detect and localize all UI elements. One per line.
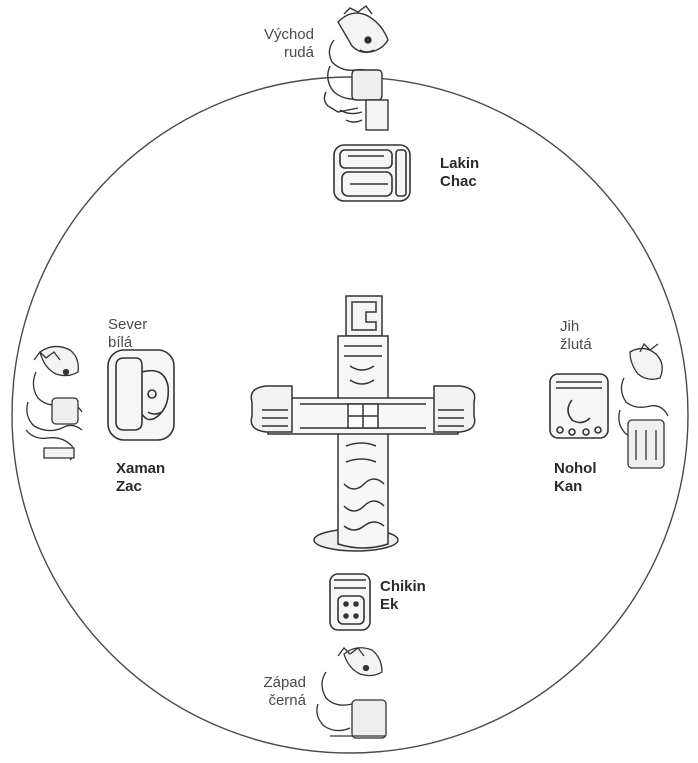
north-direction-text: Sever <box>108 316 147 334</box>
north-god-line2: Zac <box>116 478 165 496</box>
east-god-line2: Chac <box>440 173 479 191</box>
south-god-line1: Nohol <box>554 460 597 478</box>
west-god-label: Chikin Ek <box>380 578 426 614</box>
east-color-text: rudá <box>236 44 314 62</box>
south-god-line2: Kan <box>554 478 597 496</box>
north-god-line1: Xaman <box>116 460 165 478</box>
west-god-line2: Ek <box>380 596 426 614</box>
east-deity-figure <box>324 6 388 130</box>
south-god-label: Nohol Kan <box>554 460 597 496</box>
west-god-line1: Chikin <box>380 578 426 596</box>
north-color-text: bílá <box>108 334 147 352</box>
east-god-label: Lakin Chac <box>440 155 479 191</box>
south-label: Jih žlutá <box>560 318 592 354</box>
north-deity-figure <box>26 346 82 460</box>
east-label: Východ rudá <box>236 26 314 62</box>
north-glyph <box>108 350 174 440</box>
east-god-line1: Lakin <box>440 155 479 173</box>
west-direction-text: Západ <box>236 674 306 692</box>
south-direction-text: Jih <box>560 318 592 336</box>
south-deity-figure <box>619 344 668 468</box>
east-direction-text: Východ <box>236 26 314 44</box>
north-god-label: Xaman Zac <box>116 460 165 496</box>
west-glyph <box>330 574 370 630</box>
east-glyph <box>334 145 410 201</box>
west-color-text: černá <box>236 692 306 710</box>
west-label: Západ černá <box>236 674 306 710</box>
north-label: Sever bílá <box>108 316 147 352</box>
west-deity-figure <box>317 648 386 738</box>
south-glyph <box>550 374 608 438</box>
world-tree-cross <box>251 296 474 551</box>
south-color-text: žlutá <box>560 336 592 354</box>
